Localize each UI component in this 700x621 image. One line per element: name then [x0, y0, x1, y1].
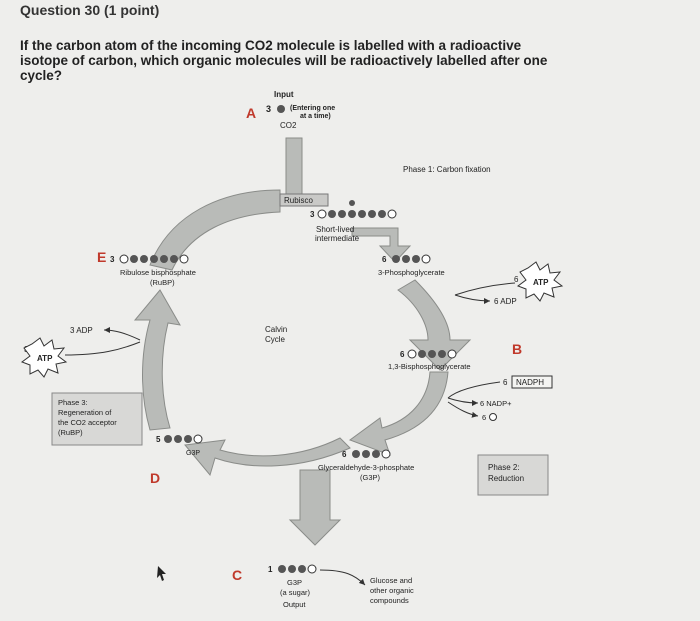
cycle-arrow-right-lower — [348, 371, 449, 456]
fixation-arrow — [351, 227, 412, 263]
g3p-abbr: (G3P) — [360, 473, 381, 482]
glucose-line3: compounds — [370, 596, 409, 605]
pi-count: 6 — [482, 413, 486, 422]
rubp-label: Ribulose bisphosphate — [120, 268, 196, 277]
glucose-line2: other organic — [370, 586, 414, 595]
letter-e: E — [97, 249, 106, 265]
question-line-2: isotope of carbon, which organic molecul… — [20, 53, 548, 68]
nadp-label: 6 NADP+ — [480, 399, 512, 408]
question-line-3: cycle? — [20, 68, 63, 83]
rubisco-label: Rubisco — [284, 196, 313, 205]
phase3-line4: (RuBP) — [58, 428, 83, 437]
output-label1: G3P — [287, 578, 302, 587]
input-molecule: CO2 — [280, 121, 297, 130]
pga-count: 6 — [382, 255, 387, 264]
pga-label: 3-Phosphoglycerate — [378, 268, 445, 277]
short-lived-line2: intermediate — [315, 234, 360, 243]
input-note-line1: (Entering one — [290, 105, 335, 112]
rubp-abbr: (RuBP) — [150, 278, 175, 287]
cursor-icon — [157, 566, 166, 581]
letter-c: C — [232, 567, 242, 583]
g3p-label: Glyceraldehyde-3-phosphate — [318, 463, 414, 472]
g3p-count: 6 — [342, 450, 347, 459]
input-arrow — [285, 137, 303, 196]
output-label3: Output — [283, 600, 306, 609]
phase2-line2: Reduction — [488, 474, 524, 483]
output-count: 1 — [268, 565, 273, 574]
co2-molecule-icon — [277, 105, 285, 113]
output-arrow — [288, 469, 342, 546]
output-molecule-icon — [278, 564, 317, 574]
phase1-label: Phase 1: Carbon fixation — [403, 165, 491, 174]
atp-right-count: 6 — [514, 275, 519, 284]
adp-left-label: 3 ADP — [70, 326, 93, 335]
input-note-line2: at a time) — [300, 113, 331, 120]
adp-right-label: 6 ADP — [494, 297, 517, 306]
phase3-line2: Regeneration of — [58, 408, 112, 417]
phase2-line1: Phase 2: — [488, 463, 520, 472]
atp-right-label: ATP — [533, 278, 549, 287]
phase3-line1: Phase 3: — [58, 398, 88, 407]
cycle-arrow-left-up — [133, 289, 181, 431]
rubp-molecule-icon — [119, 254, 189, 264]
atp-left-label: ATP — [37, 354, 53, 363]
svg-text:3: 3 — [310, 210, 315, 219]
nadph-count: 6 — [503, 378, 508, 387]
cycle-arrow-bottom — [184, 437, 351, 477]
nadph-label: NADPH — [516, 378, 544, 387]
phase3-line3: the CO2 acceptor — [58, 418, 117, 427]
question-header: Question 30 (1 point) — [20, 2, 160, 18]
letter-b: B — [512, 341, 522, 357]
question-line-1: If the carbon atom of the incoming CO2 m… — [20, 38, 522, 53]
rubp-count: 3 — [110, 255, 115, 264]
calvin-line2: Cycle — [265, 335, 286, 344]
input-count: 3 — [266, 104, 271, 114]
pga-molecule-icon — [392, 254, 431, 264]
recycled-g3p-label: G3P — [186, 450, 200, 457]
letter-a: A — [246, 105, 256, 121]
short-lived-chain: 3 — [310, 200, 397, 219]
atp-burst-right — [516, 261, 564, 302]
recycled-g3p-molecule-icon — [164, 434, 203, 444]
cycle-arrow-right-down — [397, 279, 472, 371]
recycled-g3p-count: 5 — [156, 435, 161, 444]
question-text: If the carbon atom of the incoming CO2 m… — [20, 38, 580, 83]
cycle-arrows — [133, 137, 472, 546]
calvin-line1: Calvin — [265, 325, 287, 334]
bpg-label: 1,3-Bisphosphoglycerate — [388, 362, 471, 371]
cycle-arrow-top-left — [149, 189, 281, 271]
atp-burst-left — [20, 337, 68, 378]
bpg-molecule-icon — [407, 349, 457, 359]
letter-d: D — [150, 470, 160, 486]
short-lived-line1: Short-lived — [316, 225, 354, 234]
bpg-count: 6 — [400, 350, 405, 359]
output-label2: (a sugar) — [280, 588, 311, 597]
g3p-molecule-icon — [352, 449, 391, 459]
glucose-line1: Glucose and — [370, 576, 412, 585]
phosphate-icon — [489, 413, 497, 421]
input-title: Input — [274, 90, 294, 99]
